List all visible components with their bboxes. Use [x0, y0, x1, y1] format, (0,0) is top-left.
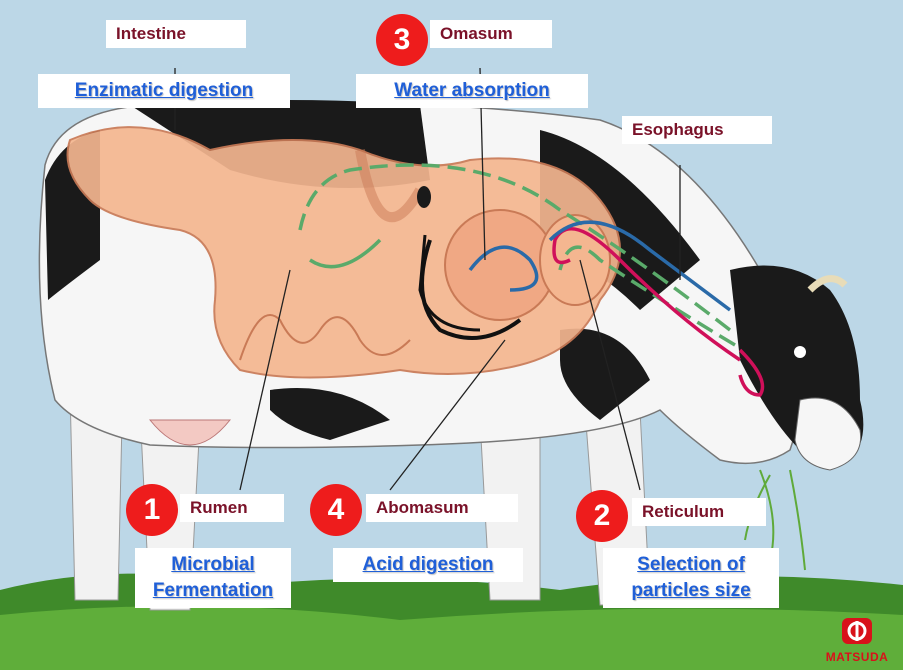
omasum-label: Omasum [430, 20, 552, 48]
rumen-function-link[interactable]: Microbial Fermentation [135, 548, 291, 608]
omasum-function-link[interactable]: Water absorption [356, 74, 588, 108]
abomasum-step-badge: 4 [310, 484, 362, 536]
abomasum-function-link[interactable]: Acid digestion [333, 548, 523, 582]
omasum-step-badge: 3 [376, 14, 428, 66]
intestine-label: Intestine [106, 20, 246, 48]
rumen-label: Rumen [180, 494, 284, 522]
reticulum-step-badge: 2 [576, 490, 628, 542]
rumen-function-line2: Fermentation [147, 578, 279, 604]
reticulum-function-link[interactable]: Selection of particles size [603, 548, 779, 608]
matsuda-logo-icon [841, 617, 873, 645]
rumen-step-badge: 1 [126, 484, 178, 536]
matsuda-logo-text: MATSUDA [817, 650, 897, 664]
rumen-function-line1: Microbial [147, 552, 279, 578]
reticulum-label: Reticulum [632, 498, 766, 526]
matsuda-logo: MATSUDA [817, 617, 897, 664]
reticulum-function-line1: Selection of [615, 552, 767, 578]
reticulum-function-line2: particles size [615, 578, 767, 604]
esophagus-label: Esophagus [622, 116, 772, 144]
abomasum-label: Abomasum [366, 494, 518, 522]
intestine-function-link[interactable]: Enzimatic digestion [38, 74, 290, 108]
